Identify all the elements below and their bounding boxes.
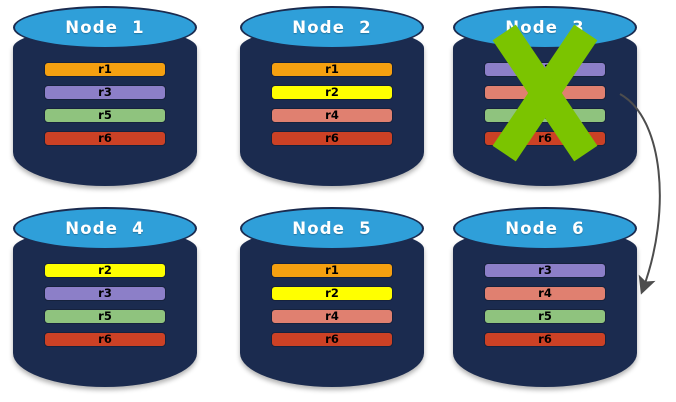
record-bar[interactable]: r2	[44, 263, 166, 278]
node-2-record-list: r1 r2 r4 r6	[271, 62, 393, 146]
record-bar[interactable]: r6	[271, 131, 393, 146]
node-6-label: Node 6	[505, 219, 585, 238]
record-bar[interactable]: r4	[271, 309, 393, 324]
node-5-cylinder-body	[240, 228, 424, 387]
record-bar[interactable]: r6	[44, 332, 166, 347]
record-bar[interactable]: r1	[271, 263, 393, 278]
node-5-record-list: r1 r2 r4 r6	[271, 263, 393, 347]
node-6-record-list: r3 r4 r5 r6	[484, 263, 606, 347]
failover-arrow-path	[619, 93, 661, 295]
record-bar[interactable]: r6	[271, 332, 393, 347]
record-bar[interactable]: r6	[44, 131, 166, 146]
node-5-label: Node 5	[292, 219, 372, 238]
record-bar[interactable]: r4	[271, 108, 393, 123]
record-bar[interactable]: r2	[271, 286, 393, 301]
node-1-cylinder-top	[13, 6, 197, 49]
record-bar[interactable]: r5	[44, 108, 166, 123]
node-2-cylinder-body	[240, 27, 424, 186]
node-6-cylinder-body	[453, 228, 637, 387]
node-4-record-list: r2 r3 r5 r6	[44, 263, 166, 347]
record-bar[interactable]: r5	[484, 309, 606, 324]
record-bar[interactable]: r1	[44, 62, 166, 77]
node-6[interactable]: Node 6 r3 r4 r5 r6	[453, 207, 637, 387]
record-bar[interactable]: r4	[484, 286, 606, 301]
record-bar[interactable]: r3	[44, 286, 166, 301]
node-1-record-list: r1 r3 r5 r6	[44, 62, 166, 146]
node-4-label: Node 4	[65, 219, 145, 238]
node-1-label: Node 1	[65, 18, 145, 37]
node-2[interactable]: Node 2 r1 r2 r4 r6	[240, 6, 424, 186]
node-2-cylinder-top	[240, 6, 424, 49]
node-4-cylinder-body	[13, 228, 197, 387]
node-1[interactable]: Node 1 r1 r3 r5 r6	[13, 6, 197, 186]
node-1-cylinder-body	[13, 27, 197, 186]
record-bar[interactable]: r3	[484, 263, 606, 278]
node-5-cylinder-top	[240, 207, 424, 250]
node-4-cylinder-top	[13, 207, 197, 250]
record-bar[interactable]: r6	[484, 332, 606, 347]
node-2-label: Node 2	[292, 18, 372, 37]
record-bar[interactable]: r2	[271, 85, 393, 100]
record-bar[interactable]: r1	[271, 62, 393, 77]
node-4[interactable]: Node 4 r2 r3 r5 r6	[13, 207, 197, 387]
node-6-cylinder-top	[453, 207, 637, 250]
record-bar[interactable]: r3	[44, 85, 166, 100]
record-bar[interactable]: r5	[44, 309, 166, 324]
node-5[interactable]: Node 5 r1 r2 r4 r6	[240, 207, 424, 387]
